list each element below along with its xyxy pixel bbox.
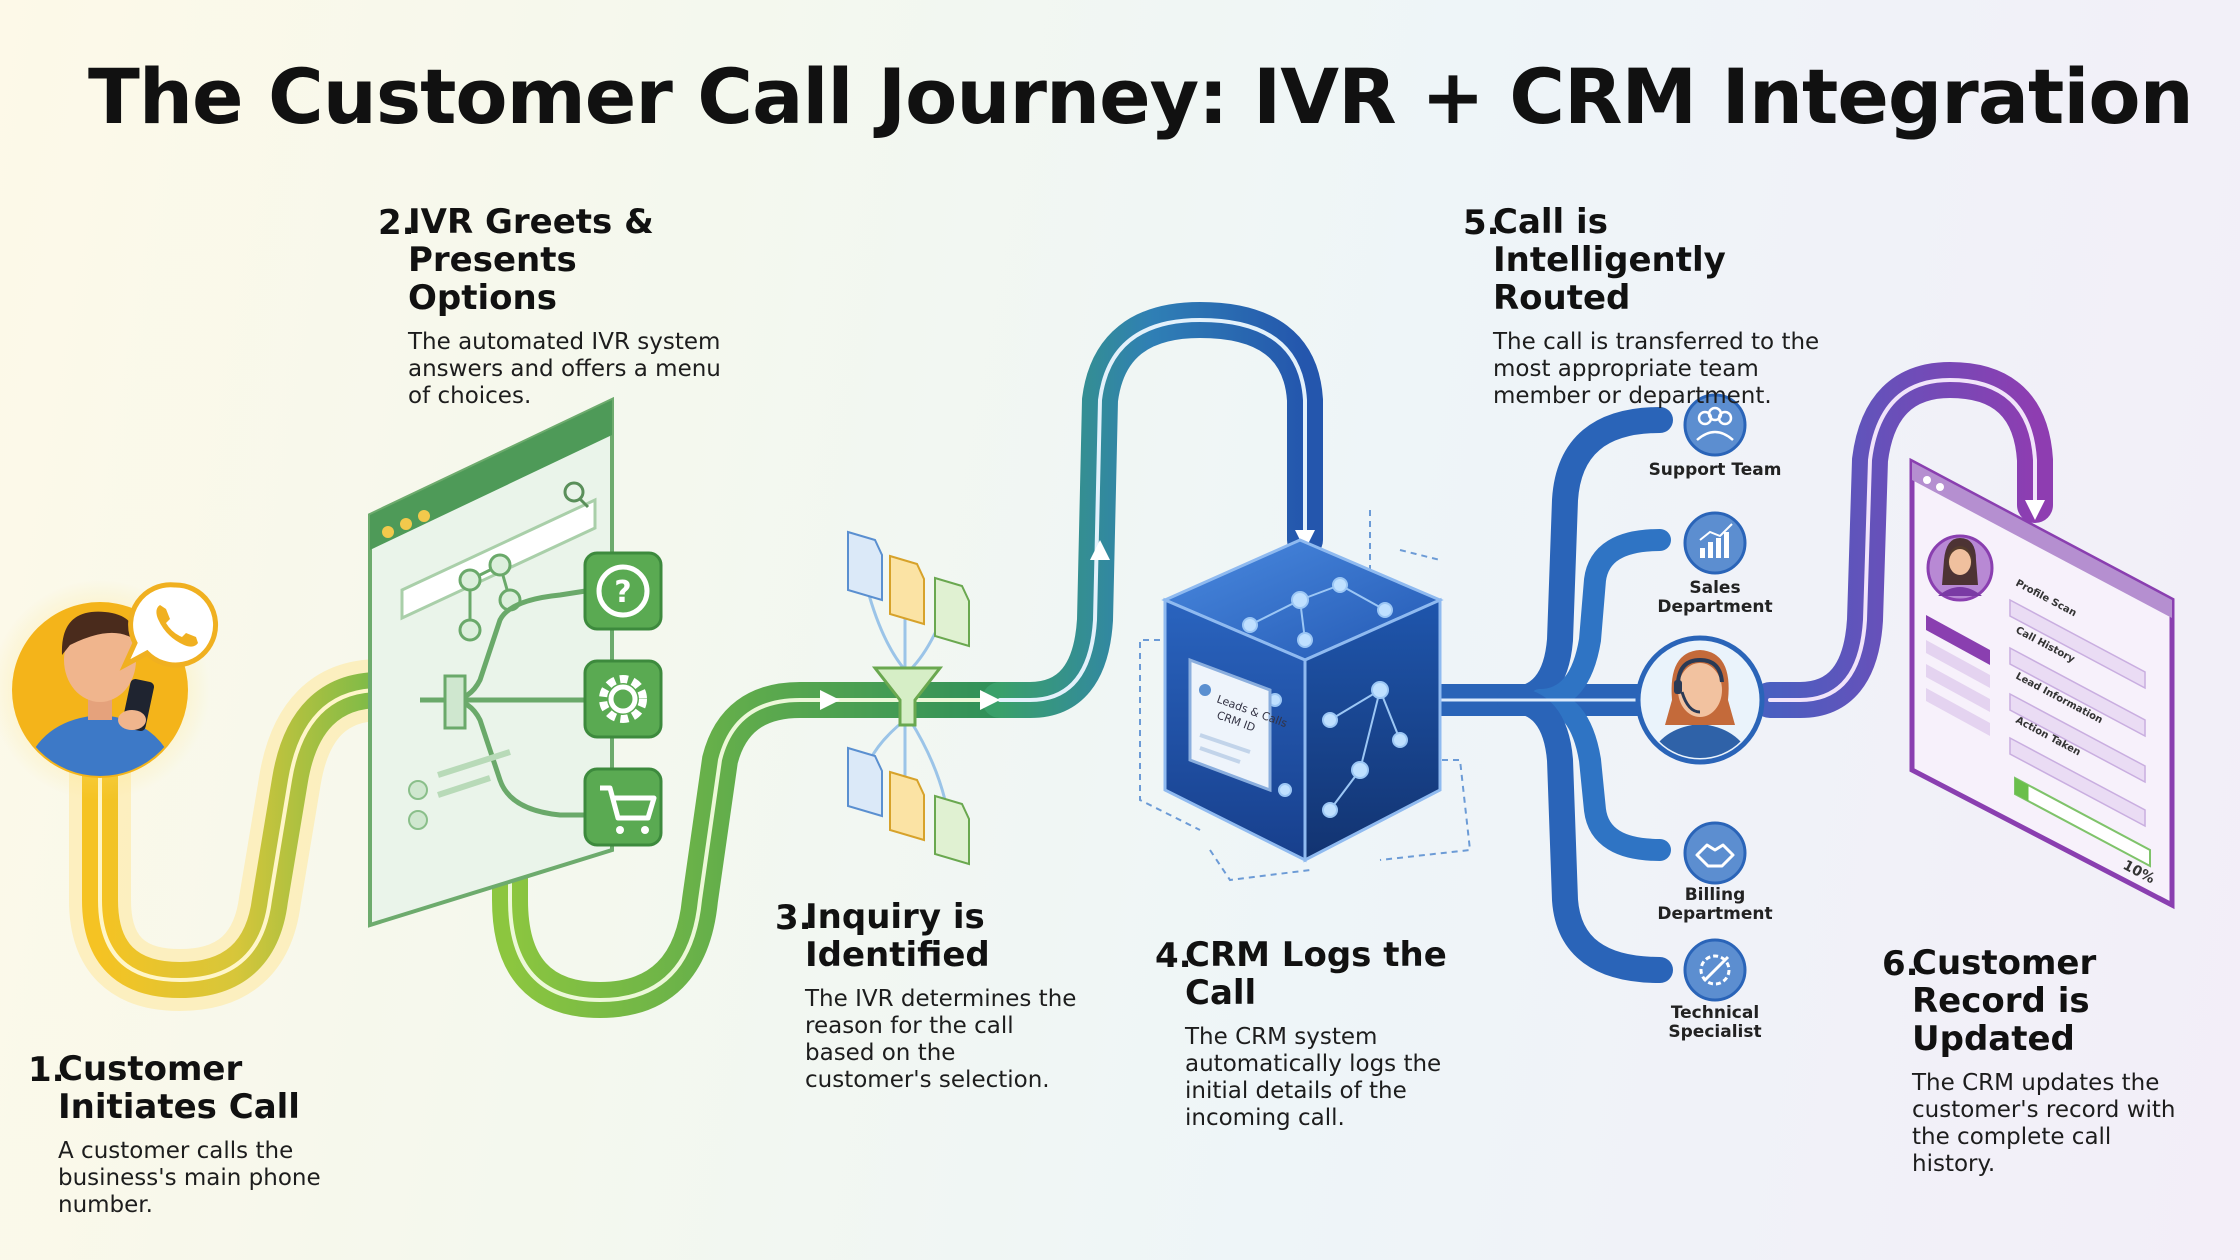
step-2-description: The automated IVR system answers and off…: [408, 329, 721, 409]
step-4: 4. CRM Logs the Call The CRM system auto…: [1155, 936, 1515, 1132]
step-2: 2. IVR Greets & Presents Options The aut…: [378, 203, 738, 410]
step-5-description: The call is transferred to the most appr…: [1493, 329, 1820, 409]
customer-record: Profile Scan Call History Lead Informati…: [1909, 457, 2175, 910]
step-3: 3. Inquiry is Identified The IVR determi…: [775, 898, 1085, 1094]
tools-icon[interactable]: [1683, 938, 1747, 1002]
step-4-heading: CRM Logs the Call: [1185, 935, 1447, 1013]
route-label-sales: Sales Department: [1657, 578, 1773, 617]
ivr-menu: ?: [583, 551, 663, 847]
step-4-description: The CRM system automatically logs the in…: [1185, 1024, 1442, 1131]
people-icon[interactable]: [1683, 393, 1747, 457]
step-2-number: 2.: [378, 203, 415, 243]
bar-chart-icon[interactable]: [1683, 511, 1747, 575]
step-5-heading: Call is Intelligently Routed: [1493, 202, 1726, 318]
crm-cube: Leads & Calls CRM ID: [1139, 510, 1472, 882]
path-step1: [69, 659, 431, 1012]
step-6-heading: Customer Record is Updated: [1912, 943, 2097, 1059]
cart-icon[interactable]: [583, 767, 663, 847]
phone-bubble-icon: [119, 582, 219, 671]
funnel-icon: [871, 666, 944, 727]
route-label-billing: Billing Department: [1657, 885, 1773, 924]
step-6-number: 6.: [1882, 944, 1919, 984]
route-label-support: Support Team: [1648, 460, 1782, 480]
svg-text:?: ?: [614, 575, 631, 610]
step-6-description: The CRM updates the customer's record wi…: [1912, 1070, 2176, 1177]
path-step5: [1752, 361, 2053, 718]
step-2-heading: IVR Greets & Presents Options: [408, 202, 654, 318]
routing-branches: [1424, 407, 1673, 983]
step-3-heading: Inquiry is Identified: [805, 897, 990, 975]
page-title: The Customer Call Journey: IVR + CRM Int…: [88, 52, 2194, 141]
step-3-number: 3.: [775, 898, 812, 938]
step-1: 1. Customer Initiates Call A customer ca…: [28, 1050, 328, 1219]
handshake-icon[interactable]: [1683, 821, 1747, 885]
step-1-heading: Customer Initiates Call: [58, 1049, 300, 1127]
question-icon[interactable]: ?: [583, 551, 663, 631]
gear-icon[interactable]: [583, 659, 663, 739]
step-6: 6. Customer Record is Updated The CRM up…: [1882, 944, 2232, 1178]
agent-avatar: [1635, 635, 1765, 765]
path-step2: [492, 682, 1018, 1019]
inquiry-funnel: [847, 530, 970, 866]
step-4-number: 4.: [1155, 936, 1192, 976]
step-5: 5. Call is Intelligently Routed The call…: [1463, 203, 1853, 410]
step-3-description: The IVR determines the reason for the ca…: [805, 986, 1077, 1093]
step-1-description: A customer calls the business's main pho…: [58, 1138, 321, 1218]
search-icon: [563, 481, 590, 509]
path-step3: [980, 301, 1323, 718]
customer-avatar: [0, 580, 219, 800]
step-1-number: 1.: [28, 1050, 65, 1090]
document-icon: [847, 530, 970, 866]
step-5-number: 5.: [1463, 203, 1500, 243]
ivr-screen: [368, 396, 614, 928]
route-label-technical: Technical Specialist: [1668, 1003, 1762, 1042]
department-icons: [1683, 393, 1747, 1002]
